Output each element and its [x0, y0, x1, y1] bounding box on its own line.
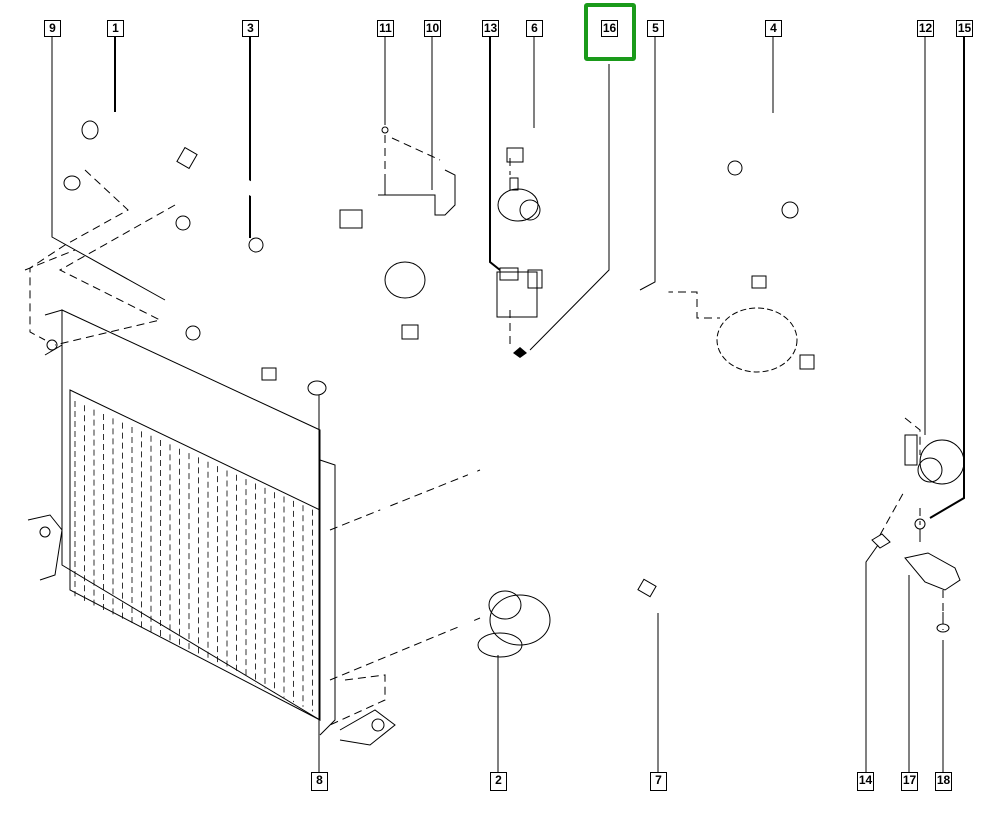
- hose-5: [486, 288, 669, 409]
- callout-17[interactable]: 17: [901, 772, 918, 791]
- leader-13: [489, 37, 501, 271]
- leader-9: [51, 37, 166, 301]
- callout-10[interactable]: 10: [424, 20, 441, 37]
- callout-3[interactable]: 3: [242, 20, 259, 37]
- callout-15[interactable]: 15: [956, 20, 973, 37]
- hose-7: [637, 409, 841, 603]
- leader-14: [865, 544, 879, 773]
- callout-16[interactable]: 16: [601, 20, 618, 37]
- hose-8: [307, 324, 419, 396]
- callout-1[interactable]: 1: [107, 20, 124, 37]
- leader-5: [639, 37, 656, 291]
- callout-7[interactable]: 7: [650, 772, 667, 791]
- leader-16: [529, 64, 610, 351]
- hose-4: [663, 107, 808, 289]
- callout-14[interactable]: 14: [857, 772, 874, 791]
- small-parts: [378, 126, 965, 633]
- callout-8[interactable]: 8: [311, 772, 328, 791]
- callout-6[interactable]: 6: [526, 20, 543, 37]
- callout-11[interactable]: 11: [377, 20, 394, 37]
- hose-2-assembly: [343, 346, 692, 658]
- callout-18[interactable]: 18: [935, 772, 952, 791]
- hose-1: [62, 112, 426, 299]
- hoses: [62, 107, 892, 658]
- callout-13[interactable]: 13: [482, 20, 499, 37]
- hose-12-riser: [773, 201, 892, 497]
- callout-9[interactable]: 9: [44, 20, 61, 37]
- callout-2[interactable]: 2: [490, 772, 507, 791]
- hose-9: [174, 215, 237, 341]
- leader-lines: [51, 37, 965, 773]
- radiator: [27, 309, 396, 746]
- leader-15: [929, 37, 965, 519]
- hose-3: [241, 237, 278, 381]
- callout-4[interactable]: 4: [765, 20, 782, 37]
- callout-12[interactable]: 12: [917, 20, 934, 37]
- hose-6: [506, 134, 603, 214]
- callout-5[interactable]: 5: [647, 20, 664, 37]
